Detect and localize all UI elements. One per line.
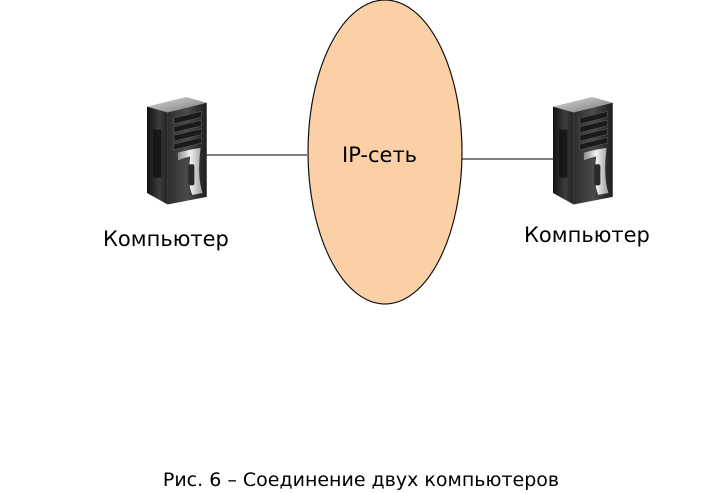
right-computer-label: Компьютер [524,223,650,247]
network-ellipse [307,0,463,305]
figure-caption: Рис. 6 – Соединение двух компьютеров [162,469,560,491]
network-label: IP-сеть [342,143,418,167]
left-computer-label: Компьютер [103,227,229,251]
left-computer-icon [146,96,208,206]
right-computer-icon [552,96,614,206]
